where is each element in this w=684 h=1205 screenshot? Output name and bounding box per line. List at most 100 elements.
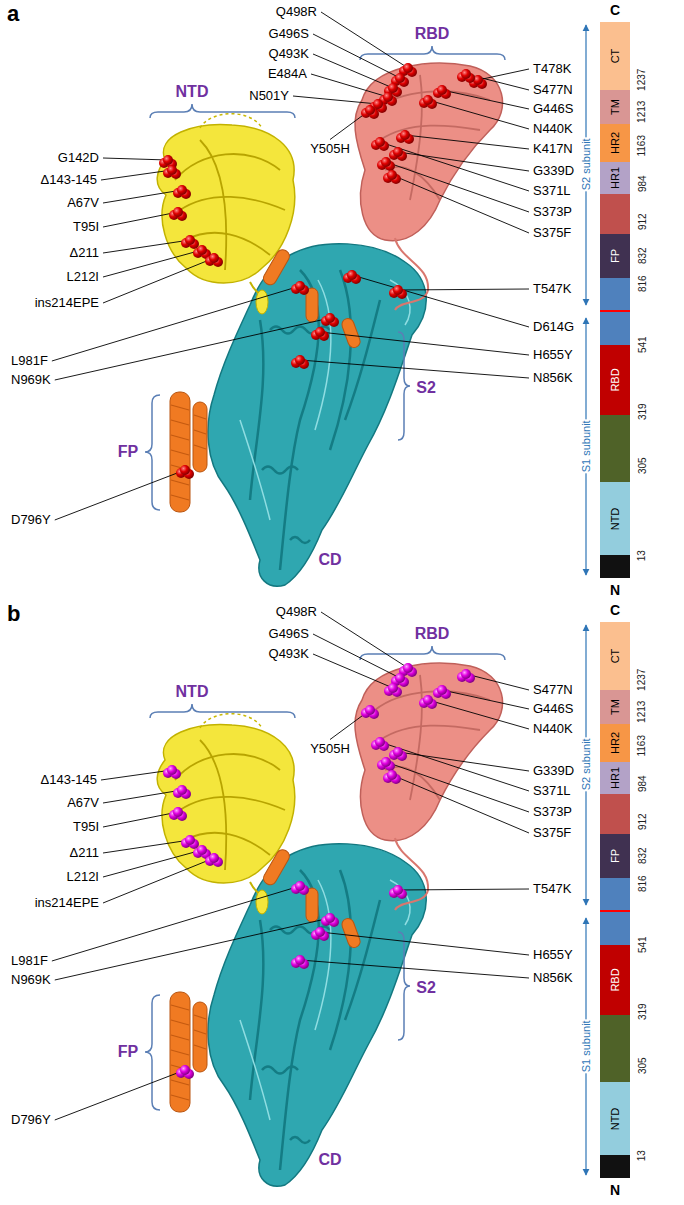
residue-number: 541	[636, 336, 648, 355]
domain-segment: CT	[600, 622, 630, 690]
domain-name: HR1	[609, 767, 621, 789]
residue-number: 13	[636, 1149, 648, 1162]
domain-segment: NTD	[600, 482, 630, 555]
mutation-sphere	[383, 92, 393, 102]
mutation-sphere	[365, 105, 375, 115]
domain-name: CT	[609, 49, 621, 64]
domain-name: FP	[609, 249, 621, 263]
leader-line	[103, 840, 190, 853]
mutation-label: S373P	[532, 205, 573, 220]
domain-name: TM	[609, 699, 621, 715]
domain-segment: TM	[600, 690, 630, 724]
mutation-sphere	[393, 285, 403, 295]
terminus-label: N	[609, 582, 621, 598]
leader-line	[103, 240, 190, 253]
mutation-label: Q493K	[268, 647, 310, 662]
mutation-sphere	[325, 913, 335, 923]
mutation-sphere	[381, 157, 391, 167]
leader-line	[478, 69, 529, 80]
domain-segment: HR2	[600, 124, 630, 162]
residue-number: 541	[636, 936, 648, 955]
residue-number: 912	[636, 813, 648, 832]
domain-label: RBD	[414, 25, 451, 43]
mutation-sphere	[325, 313, 335, 323]
leader-line	[55, 918, 330, 980]
leader-line	[55, 318, 330, 380]
leader-line	[313, 34, 400, 78]
mutation-sphere	[373, 99, 383, 109]
leader-line	[300, 360, 529, 378]
residue-number: 319	[636, 403, 648, 422]
mutation-sphere	[437, 685, 447, 695]
leader-line	[398, 289, 529, 290]
domain-name: NTD	[609, 507, 621, 530]
mutation-sphere	[393, 147, 403, 157]
mutation-label: N440K	[532, 122, 574, 137]
domain-label: FP	[117, 443, 139, 461]
mutation-sphere	[461, 69, 471, 79]
mutation-sphere	[461, 669, 471, 679]
mutation-sphere	[315, 927, 325, 937]
leader-line	[352, 275, 529, 327]
mutation-label: L981F	[10, 954, 49, 969]
mutation-label: Δ143-145	[40, 173, 98, 188]
mutation-label: A67V	[66, 196, 100, 211]
domain-label: CD	[317, 1151, 342, 1169]
mutation-label: G446S	[532, 702, 574, 717]
mutation-spheres	[159, 63, 487, 1079]
leader-line	[392, 175, 529, 233]
mutation-label: S477N	[532, 83, 574, 98]
leader-line	[103, 850, 202, 877]
domain-bar	[586, 622, 630, 1178]
residue-number: 305	[636, 457, 648, 476]
mutation-label: G142D	[57, 151, 100, 166]
mutation-label: N969K	[10, 373, 52, 388]
leader-line	[320, 332, 529, 355]
mutation-label: N501Y	[248, 89, 290, 104]
mutation-label: D796Y	[10, 513, 52, 528]
terminus-label: N	[609, 1182, 621, 1198]
domain-label: S2	[415, 379, 437, 397]
domain-segment: CT	[600, 22, 630, 90]
domain-label: S2	[415, 979, 437, 997]
mutation-sphere	[209, 253, 219, 263]
mutation-sphere	[388, 83, 398, 93]
domain-segment: NTD	[600, 1082, 630, 1155]
domain-bar	[586, 22, 630, 578]
leader-line	[313, 54, 393, 88]
mutation-label: A67V	[66, 796, 100, 811]
domain-name: RBD	[609, 368, 621, 391]
residue-number: 984	[636, 775, 648, 794]
leader-line	[103, 812, 178, 827]
terminus-label: C	[609, 602, 621, 618]
leader-line	[103, 190, 182, 203]
leader-line	[398, 889, 529, 890]
leader-line	[293, 96, 378, 104]
mutation-label: T547K	[532, 882, 572, 897]
mutation-sphere	[180, 465, 190, 475]
leader-line	[311, 74, 388, 97]
mutation-sphere	[400, 130, 410, 140]
mutation-label: Q498R	[275, 605, 318, 620]
mutation-label: E484A	[267, 67, 308, 82]
domain-name: TM	[609, 99, 621, 115]
mutation-label: N856K	[532, 371, 574, 386]
leader-lines	[52, 12, 529, 1120]
domain-name: NTD	[609, 1107, 621, 1130]
domain-label: RBD	[414, 625, 451, 643]
leader-line	[103, 790, 182, 803]
residue-number: 912	[636, 213, 648, 232]
residue-number: 319	[636, 1003, 648, 1022]
mutation-sphere	[315, 327, 325, 337]
leader-line	[392, 775, 529, 833]
domain-name: HR1	[609, 167, 621, 189]
mutation-label: S371L	[532, 784, 572, 799]
mutation-label: Q493K	[268, 47, 310, 62]
residue-number: 1213	[636, 100, 648, 124]
mutation-label: Q498R	[275, 5, 318, 20]
domain-name: FP	[609, 849, 621, 863]
leader-line	[405, 135, 529, 149]
leader-line	[466, 74, 529, 90]
leader-line	[442, 90, 529, 109]
domain-segment: FP	[600, 834, 630, 878]
